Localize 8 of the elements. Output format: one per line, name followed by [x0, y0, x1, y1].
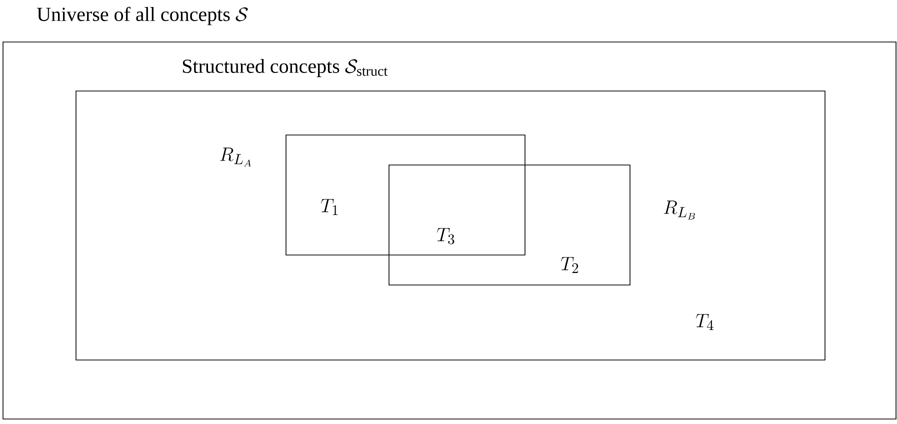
- set-label: $T_1$: [320, 199, 338, 215]
- set-label: $T_2$: [560, 257, 578, 273]
- set-label: $T_4$: [696, 314, 714, 330]
- set-label: $T_3$: [436, 228, 454, 244]
- box-heading: $\mbox{Universe of all concepts }\mathcal{S}$: [37, 6, 248, 26]
- box-heading: $\mbox{Structured concepts }\mathcal{S}_{\mathrm{struct}}$: [182, 58, 388, 78]
- region-label: $R_{L_A}$: [220, 148, 251, 166]
- region-label: $R_{L_B}$: [664, 200, 695, 220]
